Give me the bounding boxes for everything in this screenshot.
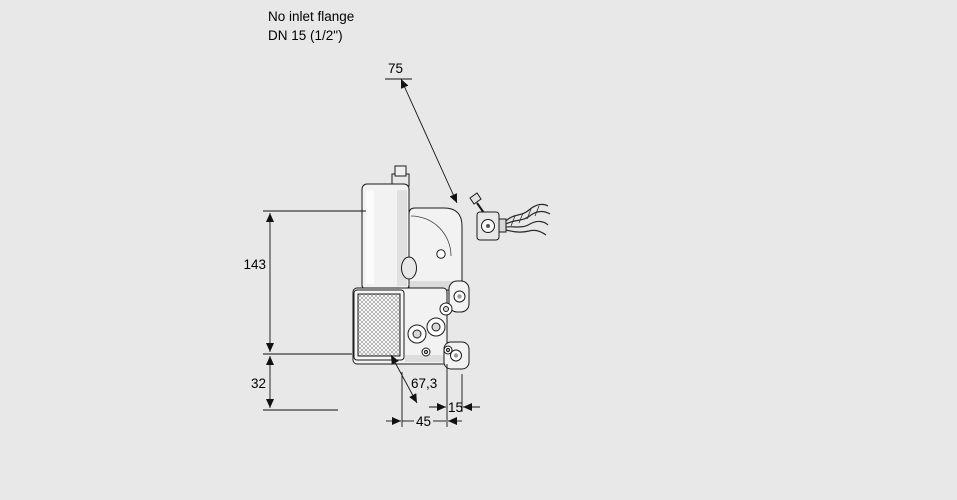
dimension-75-depth [385,78,458,204]
connector-cable [505,203,551,236]
label-width-45: 45 [416,414,431,429]
label-depth-75: 75 [388,61,403,76]
dimension-32-height [263,356,338,411]
mounting-tab-upper [448,280,470,313]
inlet-flange-mesh [353,289,405,361]
valve-body-group [352,165,551,370]
actuator-cap [391,165,410,187]
label-height-143: 143 [243,257,266,272]
valve-housing [408,207,463,291]
dimension-labels: 75 143 32 67,3 15 45 [243,61,463,429]
body-seam-knob [401,256,417,280]
dimension-45-width [386,372,462,427]
label-diagonal-67-3: 67,3 [411,376,437,391]
dimension-annotations [263,78,480,427]
note-size: DN 15 (1/2") [268,28,343,43]
dimension-15-offset [429,364,480,427]
solenoid-connector [469,192,507,241]
drawing-note: No inlet flange DN 15 (1/2") [268,7,354,45]
label-height-32: 32 [251,376,266,391]
label-offset-15: 15 [448,400,463,415]
dimension-143-height [263,210,366,355]
dimension-67-3-diagonal [390,354,418,404]
outlet-ports [407,302,453,357]
note-variant: No inlet flange [268,9,355,24]
actuator-cylinder [361,183,410,291]
